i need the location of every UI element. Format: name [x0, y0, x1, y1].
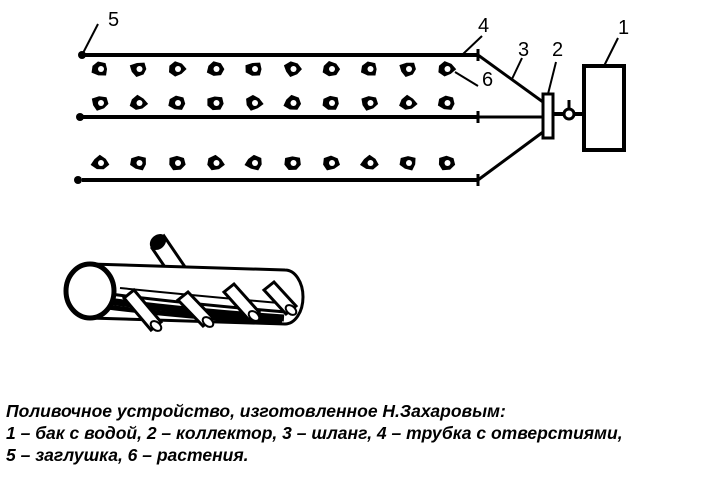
- plant-center: [367, 66, 374, 72]
- plant-center: [98, 100, 104, 106]
- label-5: 5: [108, 9, 119, 31]
- plant-center: [213, 100, 220, 106]
- plant-center: [290, 100, 297, 106]
- plant-center: [252, 160, 258, 166]
- plant-center: [213, 160, 220, 166]
- plant-center: [329, 100, 335, 106]
- plant-center: [290, 66, 297, 72]
- plant-center: [175, 100, 181, 106]
- plant-center: [136, 66, 143, 72]
- plant-center: [444, 66, 451, 72]
- leader-line-5: [81, 23, 99, 56]
- hose-top: [477, 53, 544, 104]
- plant-center: [136, 160, 143, 166]
- leader-line-4: [461, 35, 483, 56]
- pipe-detail: [63, 233, 305, 333]
- plant-center: [175, 160, 181, 166]
- plant-center: [406, 66, 412, 72]
- plant-center: [367, 100, 374, 106]
- plant-center: [252, 66, 258, 72]
- end-plug: [74, 176, 82, 184]
- caption-title: Поливочное устройство, изготовленное Н.З…: [6, 401, 506, 421]
- label-3: 3: [518, 39, 529, 61]
- leader-line-6: [454, 71, 479, 87]
- end-plug: [76, 113, 84, 121]
- plant-center: [406, 160, 412, 166]
- plant-center: [98, 66, 104, 72]
- plant-center: [98, 160, 104, 166]
- plant-center: [213, 66, 220, 72]
- caption: Поливочное устройство, изготовленное Н.З…: [6, 400, 704, 466]
- label-1: 1: [618, 17, 629, 39]
- leader-line-2: [547, 61, 557, 95]
- water-tank: [582, 64, 626, 152]
- label-6: 6: [482, 69, 493, 91]
- label-2: 2: [552, 39, 563, 61]
- plant-center: [136, 100, 143, 106]
- plant-row: [91, 61, 457, 78]
- plant-center: [367, 160, 374, 166]
- plant-center: [444, 160, 451, 166]
- plant-row: [90, 154, 456, 171]
- plant-center: [329, 160, 335, 166]
- plant-center: [252, 100, 258, 106]
- plant-center: [406, 100, 412, 106]
- plant-center: [175, 66, 181, 72]
- label-4: 4: [478, 15, 489, 37]
- plant-row: [91, 94, 455, 111]
- caption-legend-line-1: 1 – бак с водой, 2 – коллектор, 3 – шлан…: [6, 423, 623, 443]
- irrigation-diagram: 5 4 3 2 1 6: [63, 9, 629, 333]
- hose-bottom: [477, 130, 544, 182]
- tap-valve: [562, 107, 576, 121]
- leader-line-3: [511, 57, 523, 80]
- leader-line-1: [603, 37, 619, 67]
- collector: [541, 92, 555, 140]
- caption-legend-line-2: 5 – заглушка, 6 – растения.: [6, 445, 249, 465]
- plant-center: [329, 66, 335, 72]
- plant-center: [290, 160, 297, 166]
- plant-center: [444, 100, 451, 106]
